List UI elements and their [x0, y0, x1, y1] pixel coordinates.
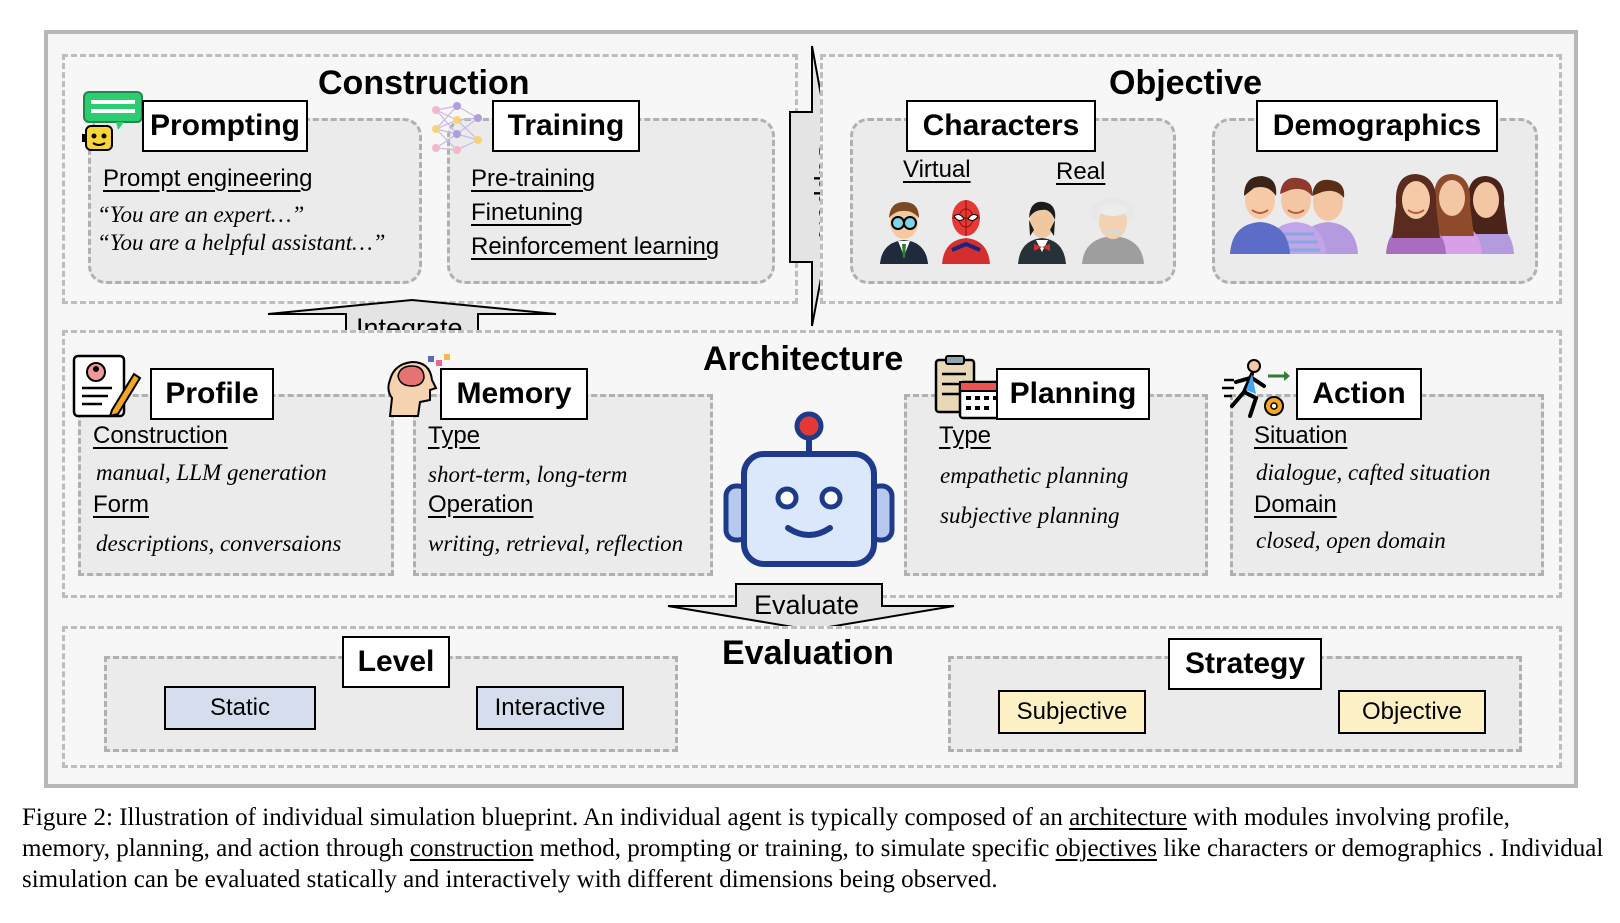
level-static-chip: Static [164, 686, 316, 730]
old-scientist-icon [1080, 196, 1146, 264]
level-label: Level [342, 636, 450, 688]
training-label: Training [492, 100, 640, 152]
caption-part-1: Figure 2: Illustration of individual sim… [22, 804, 1070, 831]
planning-detail-1: empathetic planning [940, 463, 1129, 488]
characters-label: Characters [906, 100, 1096, 152]
figure-caption: Figure 2: Illustration of individual sim… [22, 802, 1604, 895]
memory-panel [413, 394, 713, 576]
action-label: Action [1296, 368, 1422, 420]
demographics-label: Demographics [1256, 100, 1498, 152]
profile-form: Form [93, 491, 149, 518]
calendar-checklist-icon [934, 354, 1006, 420]
evaluation-title: Evaluation [722, 634, 894, 672]
profile-form-detail: descriptions, conversaions [96, 531, 342, 556]
action-situation: Situation [1254, 422, 1348, 449]
chat-robot-icon [82, 90, 146, 152]
characters-virtual: Virtual [903, 156, 971, 183]
running-gear-icon [1222, 358, 1290, 420]
strategy-objective-chip: Objective [1338, 690, 1486, 734]
prompting-label: Prompting [142, 100, 308, 152]
characters-real: Real [1056, 158, 1106, 185]
caption-link-objectives: objectives [1055, 835, 1157, 862]
male-group-icon [1226, 166, 1368, 254]
memory-type-detail: short-term, long-term [428, 462, 628, 487]
training-item-finetuning: Finetuning [471, 199, 584, 226]
memory-type: Type [428, 422, 481, 449]
profile-panel [78, 394, 394, 576]
caption-part-2: with modules involving profile, memory, … [22, 804, 1510, 862]
bowtie-man-icon [1016, 196, 1068, 264]
neural-network-icon [426, 98, 488, 160]
robot-icon [722, 410, 896, 568]
training-item-rl: Reinforcement learning [471, 233, 720, 260]
evaluate-arrow [666, 582, 956, 632]
profile-edit-icon [72, 352, 142, 420]
memory-operation-detail: writing, retrieval, reflection [428, 531, 684, 556]
strategy-subjective-chip: Subjective [998, 690, 1146, 734]
spider-hero-icon [940, 196, 992, 264]
action-domain-detail: closed, open domain [1256, 528, 1446, 553]
memory-operation: Operation [428, 491, 534, 518]
level-interactive-chip: Interactive [476, 686, 624, 730]
planning-detail-2: subjective planning [940, 503, 1120, 528]
planning-type: Type [939, 422, 992, 449]
action-domain: Domain [1254, 491, 1337, 518]
caption-link-construction: construction [409, 835, 534, 862]
objective-title: Objective [1109, 64, 1263, 102]
profile-label: Profile [150, 368, 274, 420]
profile-construction-detail: manual, LLM generation [96, 460, 327, 485]
construction-title: Construction [318, 64, 530, 102]
female-group-icon [1384, 164, 1520, 254]
evaluate-label: Evaluate [754, 590, 860, 620]
architecture-title: Architecture [703, 340, 904, 378]
caption-part-3: method, prompting or training, to simula… [533, 835, 1056, 862]
planning-panel [904, 394, 1208, 576]
strategy-label: Strategy [1168, 638, 1322, 690]
planning-label: Planning [996, 368, 1150, 420]
prompt-example-1: “You are an expert…” [97, 202, 305, 227]
prompt-example-2: “You are a helpful assistant…” [97, 230, 386, 255]
training-item-pretraining: Pre-training [471, 165, 596, 192]
caption-part-4: like characters or demographics . Indivi… [22, 835, 1604, 893]
prompt-engineering-text: Prompt engineering [103, 165, 313, 192]
integrate-arrow [266, 298, 558, 346]
caption-link-architecture: architecture [1069, 804, 1188, 831]
profile-construction: Construction [93, 422, 228, 449]
memory-label: Memory [440, 368, 588, 420]
person-glasses-icon [876, 196, 932, 264]
action-situation-detail: dialogue, cafted situation [1256, 460, 1491, 485]
action-panel [1230, 394, 1544, 576]
